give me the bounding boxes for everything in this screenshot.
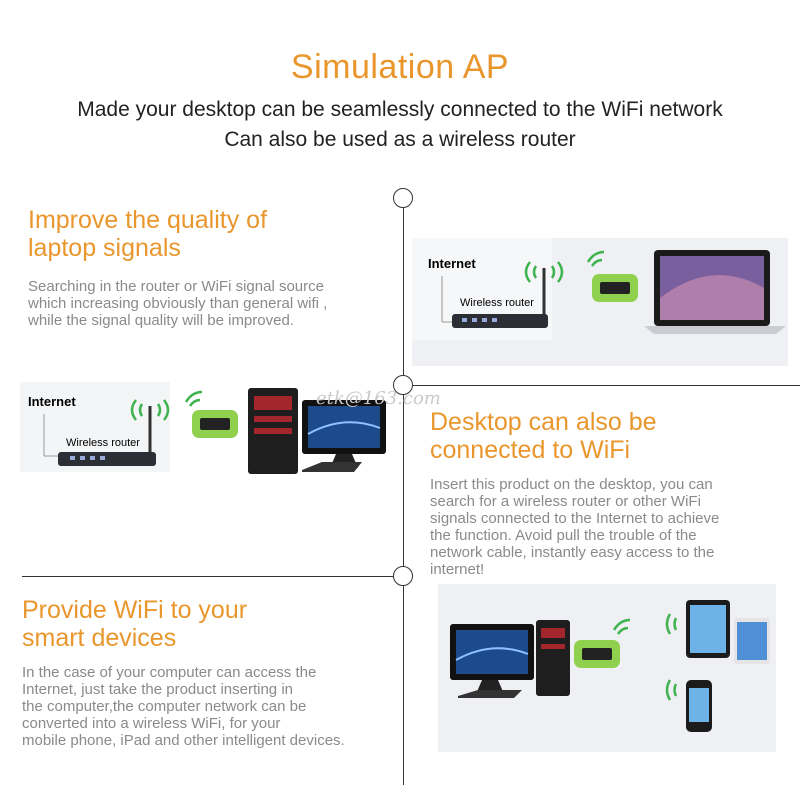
wifi-signal-icon <box>612 618 631 635</box>
section-heading: connected to WiFi <box>430 436 631 464</box>
router-icon <box>452 314 548 328</box>
wifi-signal-icon <box>665 679 678 701</box>
section-body-line: internet! <box>430 561 485 578</box>
wifi-signal-icon <box>524 261 564 283</box>
section-body-line: which increasing obviously than general … <box>28 295 328 312</box>
section-body-line: converted into a wireless WiFi, for your <box>22 715 281 732</box>
subtitle-line-2: Can also be used as a wireless router <box>224 128 576 151</box>
router-icon <box>58 452 156 466</box>
section-body-line: the function. Avoid pull the trouble of … <box>430 527 697 544</box>
section-body-line: In the case of your computer can access … <box>22 664 317 681</box>
section-laptop: Improve the quality of laptop signals Se… <box>28 206 388 329</box>
internet-label: Internet <box>28 394 76 409</box>
timeline-node-2 <box>393 375 413 395</box>
section-body-line: Insert this product on the desktop, you … <box>430 476 713 493</box>
wifi-signal-icon <box>665 613 678 635</box>
router-label: Wireless router <box>66 437 140 449</box>
section-body-line: search for a wireless router or other Wi… <box>430 493 701 510</box>
desktop-tower-icon <box>536 620 570 696</box>
section-desktop: Desktop can also be connected to WiFi In… <box>430 408 790 578</box>
section-heading: laptop signals <box>28 234 181 262</box>
timeline-node-3 <box>393 566 413 586</box>
internet-label: Internet <box>428 256 476 271</box>
section-body-line: signals connected to the Internet to ach… <box>430 510 720 527</box>
timeline-branch-left <box>22 576 403 577</box>
watermark: etk@163.com <box>316 388 441 409</box>
section-body-line: while the signal quality will be improve… <box>28 312 294 329</box>
timeline-branch-right <box>403 385 800 386</box>
usb-adapter-icon <box>582 648 612 660</box>
section-heading: Provide WiFi to your <box>22 596 248 624</box>
wifi-signal-icon <box>586 250 605 267</box>
section-body-line: the computer,the computer network can be <box>22 698 307 715</box>
wifi-signal-icon <box>130 399 170 421</box>
section-body-line: network cable, instantly easy access to … <box>430 544 715 561</box>
section-heading: Improve the quality of <box>28 206 268 234</box>
section-body-line: mobile phone, iPad and other intelligent… <box>22 732 345 749</box>
router-label: Wireless router <box>460 297 534 309</box>
wifi-signal-icon <box>184 390 203 407</box>
section-heading: smart devices <box>22 624 177 652</box>
laptop-wifi-illustration: Internet Wireless router <box>412 238 788 366</box>
usb-adapter-icon <box>200 418 230 430</box>
smart-devices-illustration <box>438 584 776 752</box>
section-body-line: Searching in the router or WiFi signal s… <box>28 278 324 295</box>
timeline-vertical-line <box>403 200 404 785</box>
subtitle-line-1: Made your desktop can be seamlessly conn… <box>77 98 723 121</box>
desktop-wifi-illustration: Internet Wireless router <box>20 382 386 474</box>
section-heading: Desktop can also be <box>430 408 657 436</box>
page-title: Simulation AP <box>290 48 510 86</box>
usb-adapter-icon <box>600 282 630 294</box>
section-smart-devices: Provide WiFi to your smart devices In th… <box>22 596 402 749</box>
timeline-node-1 <box>393 188 413 208</box>
section-body-line: Internet, just take the product insertin… <box>22 681 293 698</box>
